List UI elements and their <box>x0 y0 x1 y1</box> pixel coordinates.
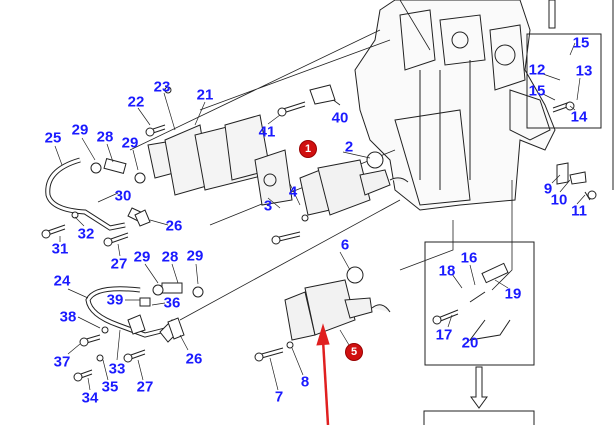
pointer-arrow <box>316 323 330 425</box>
callout-32[interactable]: 32 <box>77 225 95 243</box>
callout-34[interactable]: 34 <box>81 389 99 407</box>
detail-box-upper <box>526 33 602 129</box>
callout-30[interactable]: 30 <box>114 187 132 205</box>
callout-23[interactable]: 23 <box>153 78 171 96</box>
callout-27[interactable]: 27 <box>110 255 128 273</box>
callout-3[interactable]: 3 <box>263 197 273 215</box>
callout-9[interactable]: 9 <box>543 180 553 198</box>
callout-11[interactable]: 11 <box>571 202 587 220</box>
callout-22[interactable]: 22 <box>127 93 145 111</box>
callout-26[interactable]: 26 <box>185 350 203 368</box>
callout-28[interactable]: 28 <box>96 128 114 146</box>
callout-20[interactable]: 20 <box>461 334 479 352</box>
callout-37[interactable]: 37 <box>53 353 71 371</box>
callout-35[interactable]: 35 <box>101 378 119 396</box>
callout-6[interactable]: 6 <box>340 236 350 254</box>
highlight-badge-1[interactable]: 1 <box>300 141 316 157</box>
callout-29[interactable]: 29 <box>186 247 204 265</box>
highlight-badge-5[interactable]: 5 <box>346 344 362 360</box>
callout-17[interactable]: 17 <box>435 326 453 344</box>
callout-28[interactable]: 28 <box>161 248 179 266</box>
callout-33[interactable]: 33 <box>108 360 126 378</box>
callout-8[interactable]: 8 <box>300 373 310 391</box>
callout-10[interactable]: 10 <box>550 191 568 209</box>
detail-box-lower <box>424 241 535 366</box>
callout-38[interactable]: 38 <box>59 308 77 326</box>
callout-15[interactable]: 15 <box>572 34 590 52</box>
callout-29[interactable]: 29 <box>133 248 151 266</box>
callout-18[interactable]: 18 <box>438 262 456 280</box>
callout-31[interactable]: 31 <box>51 240 69 258</box>
egr-cooler <box>147 114 293 206</box>
callout-4[interactable]: 4 <box>288 183 298 201</box>
callout-14[interactable]: 14 <box>570 108 588 126</box>
engine-block <box>354 0 556 211</box>
callout-21[interactable]: 21 <box>196 86 214 104</box>
callout-13[interactable]: 13 <box>575 62 593 80</box>
callout-39[interactable]: 39 <box>106 291 124 309</box>
callout-40[interactable]: 40 <box>331 109 349 127</box>
callout-29[interactable]: 29 <box>121 134 139 152</box>
callout-41[interactable]: 41 <box>258 123 276 141</box>
callout-26[interactable]: 26 <box>165 217 183 235</box>
egr-valve-1 <box>299 159 409 216</box>
callout-25[interactable]: 25 <box>44 129 62 147</box>
callout-15[interactable]: 15 <box>528 82 546 100</box>
callout-27[interactable]: 27 <box>136 378 154 396</box>
egr-valve-5 <box>284 279 391 341</box>
callout-19[interactable]: 19 <box>504 285 522 303</box>
callout-16[interactable]: 16 <box>460 249 478 267</box>
callout-36[interactable]: 36 <box>163 294 181 312</box>
callout-29[interactable]: 29 <box>71 121 89 139</box>
callout-7[interactable]: 7 <box>274 388 284 406</box>
callout-24[interactable]: 24 <box>53 272 71 290</box>
callout-2[interactable]: 2 <box>344 138 354 156</box>
callout-12[interactable]: 12 <box>528 61 546 79</box>
